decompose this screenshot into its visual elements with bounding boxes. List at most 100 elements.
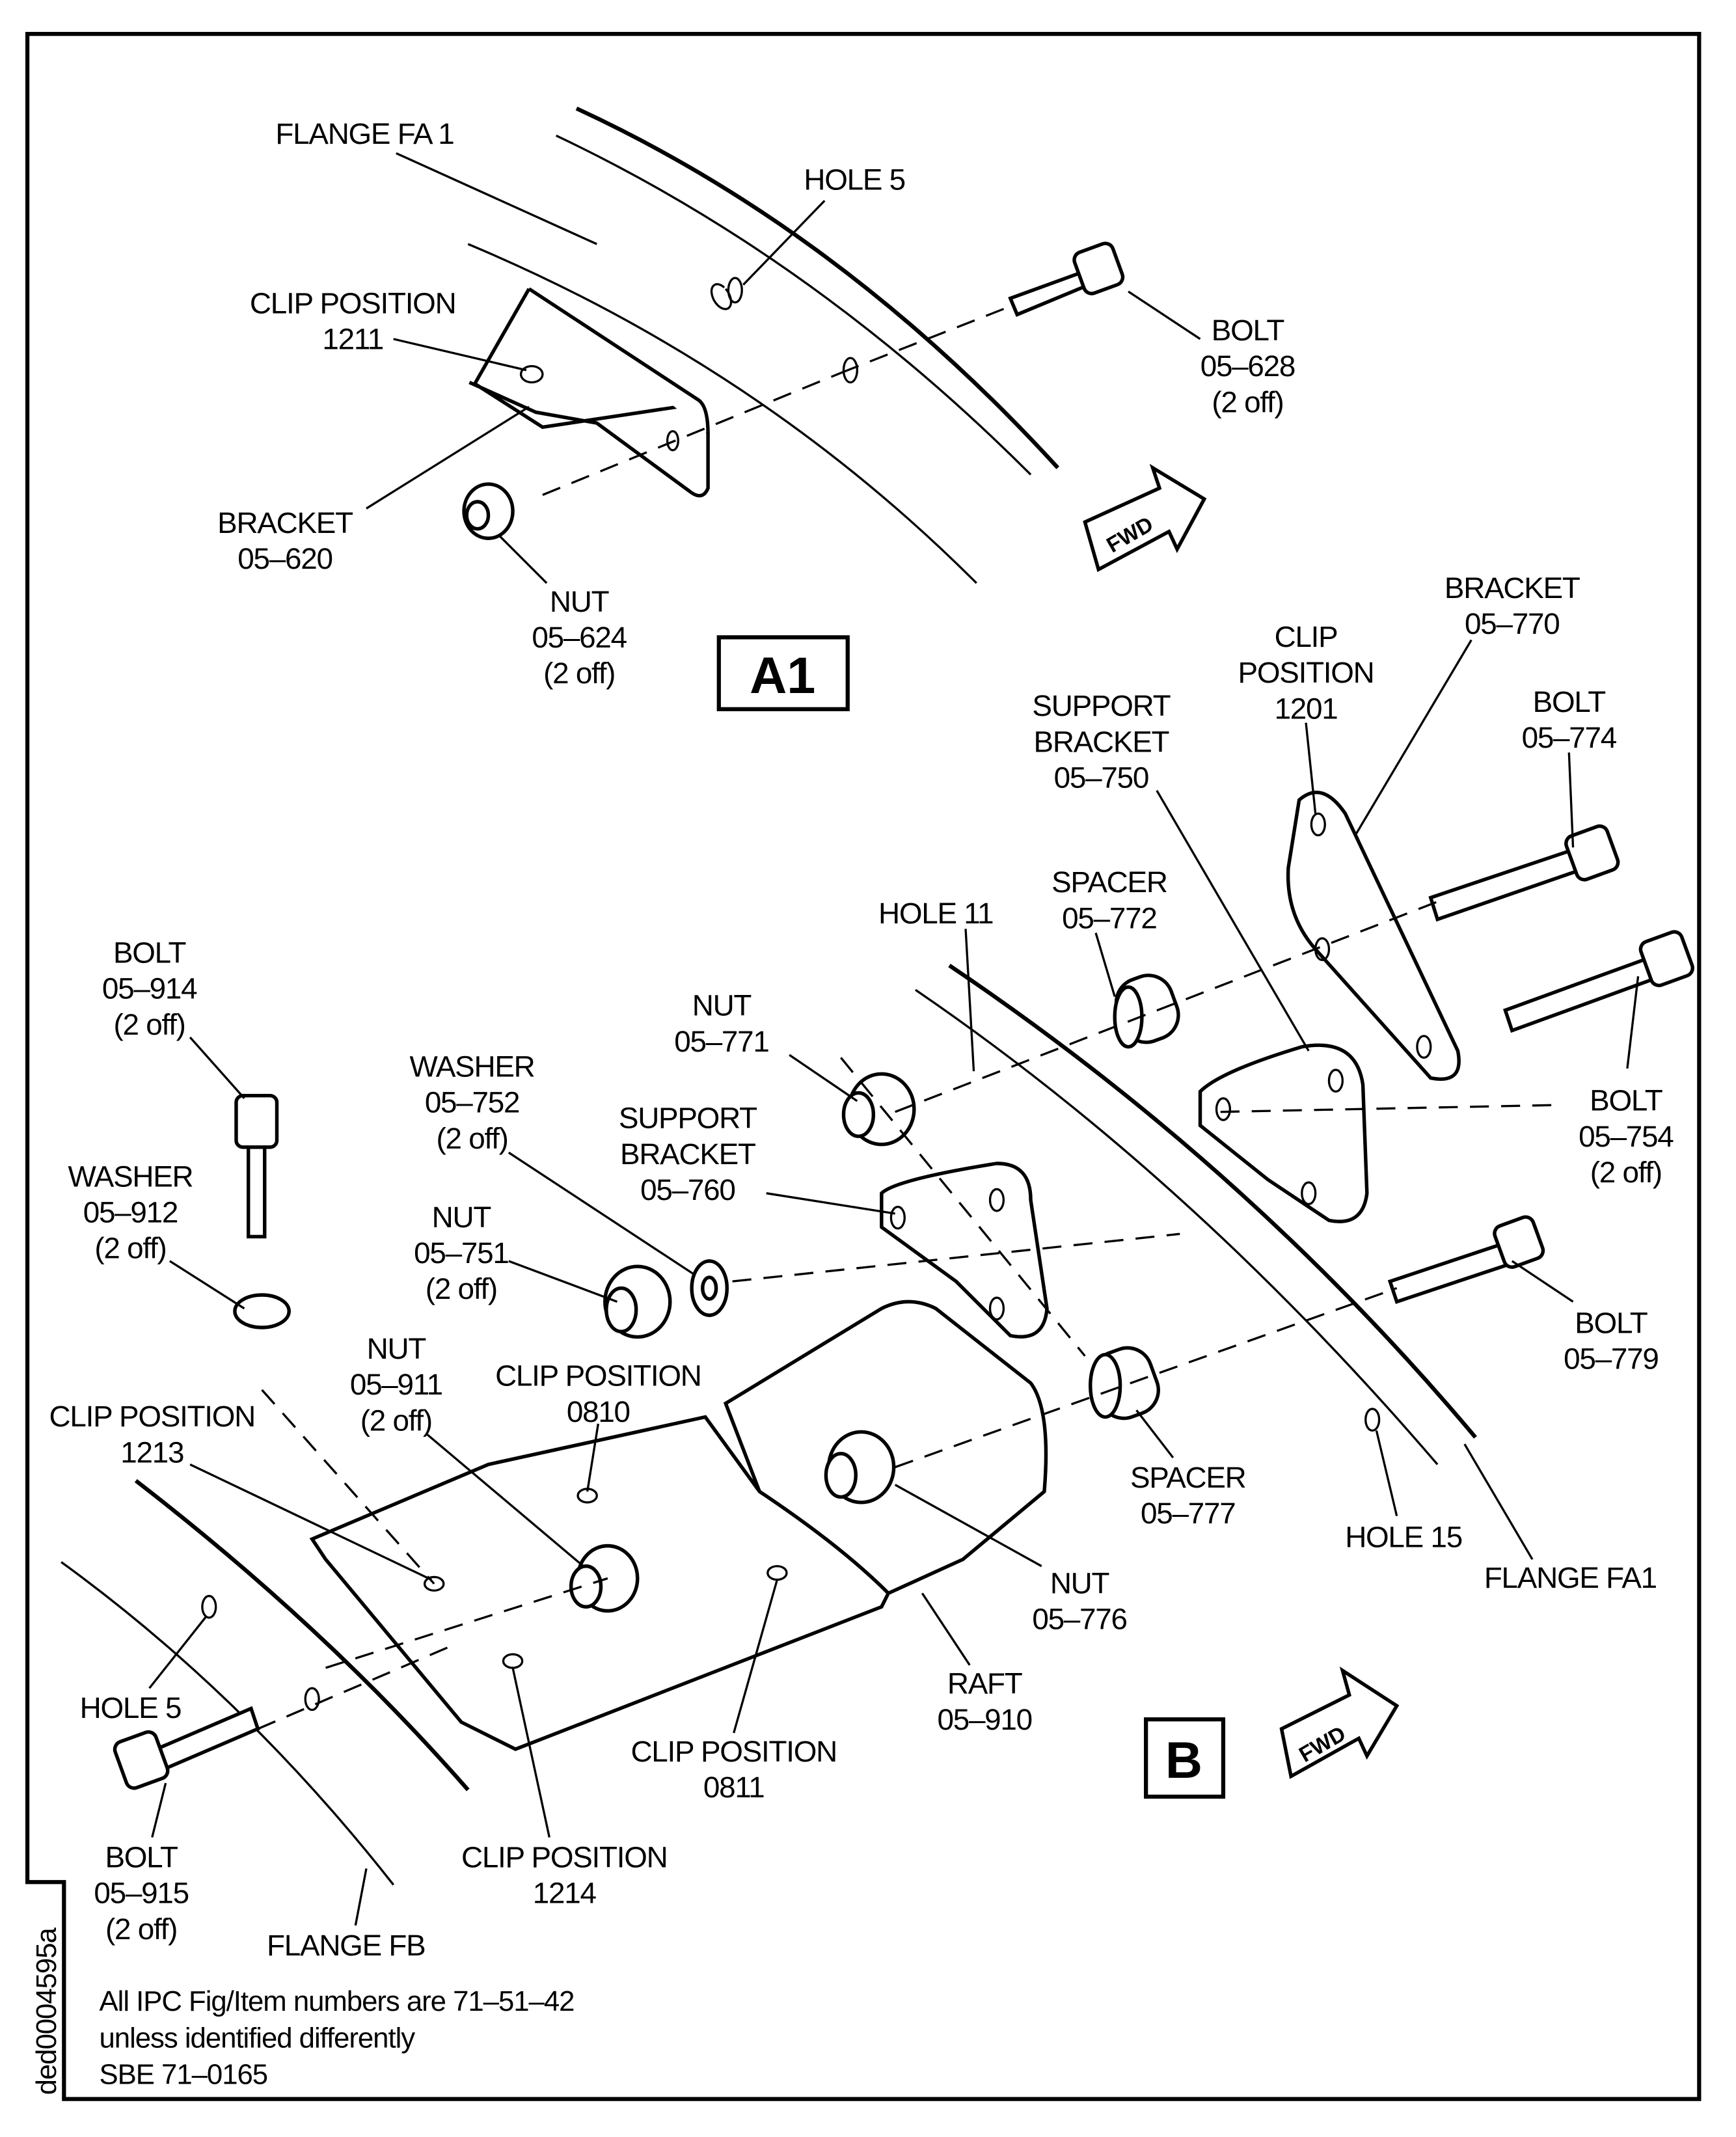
label-line: BOLT <box>1212 314 1284 347</box>
note-line-3: SBE 71–0165 <box>100 2059 268 2091</box>
label-line: CLIP POSITION <box>250 286 456 320</box>
label-line: (2 off) <box>426 1272 497 1305</box>
label-line: CLIP POSITION <box>631 1735 837 1768</box>
washer-05-752-shape <box>690 1259 729 1317</box>
label-line: NUT <box>1050 1566 1109 1599</box>
label-line: HOLE 11 <box>878 897 993 930</box>
label-line: WASHER <box>410 1050 535 1083</box>
label-nut-05-776: NUT 05–776 <box>1032 1566 1126 1635</box>
bracket-05-770-shape <box>1286 791 1461 1081</box>
label-line: CLIP <box>1275 620 1338 653</box>
label-line: 05–915 <box>94 1877 188 1910</box>
label-bolt-05-915: BOLT 05–915(2 off) <box>94 1840 188 1945</box>
label-line: 05–628 <box>1200 349 1295 383</box>
label-line: 05–910 <box>937 1703 1031 1736</box>
nut-05-771-shape <box>841 1072 916 1147</box>
label-line: FLANGE FA 1 <box>275 117 454 150</box>
label-line: HOLE 5 <box>804 163 905 197</box>
label-line: NUT <box>367 1332 426 1365</box>
label-line: 05–772 <box>1062 901 1156 934</box>
view-b-label: B <box>1165 1731 1202 1789</box>
label-line: 05–777 <box>1141 1497 1235 1530</box>
label-line: 0810 <box>567 1395 630 1428</box>
label-line: WASHER <box>68 1160 193 1193</box>
label-line: (2 off) <box>1590 1156 1662 1189</box>
label-line: BRACKET <box>1444 571 1580 605</box>
label-line: 05–912 <box>83 1196 178 1229</box>
label-line: FLANGE FA1 <box>1484 1561 1657 1594</box>
note-line-1: All IPC Fig/Item numbers are 71–51–42 <box>100 1985 575 2017</box>
label-line: 05–911 <box>350 1368 442 1401</box>
label-line: FLANGE FB <box>267 1929 425 1962</box>
bolt-05-754-shape <box>1502 930 1694 1033</box>
label-line: BRACKET <box>217 506 353 539</box>
label-line: HOLE 5 <box>80 1691 182 1724</box>
note-line-2: unless identified differently <box>100 2022 416 2054</box>
drawing-frame <box>25 31 1702 2101</box>
label-hole-5-top: HOLE 5 <box>804 163 905 197</box>
label-line: NUT <box>432 1201 491 1234</box>
bolt-05-774-shape <box>1428 824 1620 922</box>
label-line: BOLT <box>105 1840 178 1873</box>
label-line: NUT <box>692 989 752 1022</box>
label-line: (2 off) <box>105 1912 177 1946</box>
label-line: 1211 <box>322 323 383 356</box>
label-line: 0811 <box>703 1771 765 1804</box>
note-block: All IPC Fig/Item numbers are 71–51–42 un… <box>100 1985 575 2091</box>
support-bracket-05-750-shape <box>1198 1043 1369 1223</box>
nut-05-776-shape <box>824 1430 896 1504</box>
label-line: (2 off) <box>94 1232 166 1265</box>
label-line: HOLE 15 <box>1345 1521 1462 1554</box>
label-line: 1201 <box>1275 692 1338 725</box>
label-line: SPACER <box>1130 1461 1246 1494</box>
bolt-05-914-shape <box>234 1093 279 1239</box>
label-line: 05–771 <box>674 1025 768 1058</box>
view-b-geometry: FWD B <box>61 639 1694 1926</box>
label-line: 05–779 <box>1564 1342 1658 1376</box>
label-line: BOLT <box>1590 1084 1662 1117</box>
label-line: SUPPORT <box>1032 689 1170 722</box>
spacer-05-772-shape <box>1113 973 1180 1049</box>
label-line: 05–776 <box>1032 1603 1126 1636</box>
bolt-05-915-shape <box>113 1706 260 1790</box>
label-line: 05–752 <box>425 1086 519 1119</box>
nut-05-751-shape <box>603 1264 672 1339</box>
label-hole-15: HOLE 15 <box>1345 1521 1462 1554</box>
label-flange-fa1-bottom: FLANGE FA1 <box>1484 1561 1657 1594</box>
label-line: 1213 <box>120 1436 183 1469</box>
label-line: 05–750 <box>1054 761 1148 795</box>
label-flange-fb: FLANGE FB <box>267 1929 425 1962</box>
label-line: (2 off) <box>436 1122 508 1155</box>
nut-05-624-shape <box>462 482 515 540</box>
label-line: 05–624 <box>532 621 627 654</box>
label-line: 05–774 <box>1522 721 1617 754</box>
label-line: POSITION <box>1238 656 1374 689</box>
label-line: BRACKET <box>1034 725 1169 758</box>
drawing-id: ded0004595a <box>31 1927 62 2095</box>
label-line: SPACER <box>1051 865 1167 899</box>
label-line: (2 off) <box>114 1008 185 1041</box>
label-line: SUPPORT <box>619 1102 757 1135</box>
fwd-arrow-b: FWD <box>1279 1667 1400 1779</box>
label-line: 1214 <box>533 1877 597 1910</box>
bolt-05-628-shape <box>1008 241 1125 317</box>
view-a1-geometry: FWD A1 <box>366 106 1207 711</box>
washer-05-912-shape <box>233 1293 291 1329</box>
support-bracket-05-760-shape <box>880 1162 1049 1339</box>
label-line: CLIP POSITION <box>49 1400 256 1433</box>
label-line: 05–751 <box>414 1236 508 1270</box>
